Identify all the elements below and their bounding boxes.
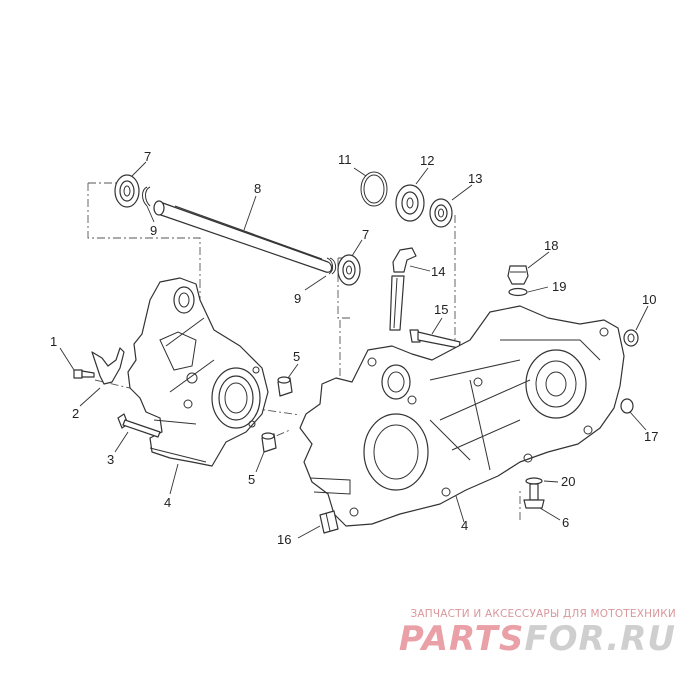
callout-9-left: 9 [150,223,157,238]
callout-1: 1 [50,334,57,349]
watermark-brand: PARTSFOR.RU [399,619,676,659]
bearing-part-7-right [337,254,361,286]
watermark-brand-parts: PARTS [399,619,524,659]
callout-16: 16 [277,532,291,547]
callout-14: 14 [431,264,445,279]
plug-part-18 [507,265,529,285]
callout-labels: 1 2 3 4 5 5 6 7 7 8 9 9 10 11 12 13 14 1… [50,149,658,547]
bracket-part-2 [91,347,125,385]
clip-part-16 [319,510,339,534]
callout-4-left: 4 [164,495,171,510]
bolt-part-15 [409,329,461,349]
breather-pipe-part-14 [389,247,417,331]
right-crankcase-half-part-4 [299,305,625,527]
watermark-tagline: ЗАПЧАСТИ И АКСЕССУАРЫ ДЛЯ МОТОТЕХНИКИ [410,608,676,620]
callout-5-upper: 5 [293,349,300,364]
washer-part-20 [525,477,543,485]
callout-9-right: 9 [294,291,301,306]
callout-13: 13 [468,171,482,186]
callout-7-left: 7 [144,149,151,164]
washer-part-19 [508,287,528,297]
callout-15: 15 [434,302,448,317]
leader-lines [59,161,649,539]
circlip-part-9-left [142,186,151,207]
watermark-brand-for-ru: FOR.RU [524,619,676,659]
bearing-part-12 [395,184,425,222]
seal-part-13 [429,198,453,228]
plug-part-17 [620,398,634,414]
callout-18: 18 [544,238,558,253]
plug-part-10 [623,329,639,347]
callout-19: 19 [552,279,566,294]
dowel-part-5-upper [277,376,293,397]
site-watermark: ЗАПЧАСТИ И АКСЕССУАРЫ ДЛЯ МОТОТЕХНИКИ PA… [399,608,676,659]
bearing-part-7-left [114,174,140,208]
callout-3: 3 [107,452,114,467]
left-crankcase-half-part-4 [127,277,269,467]
callout-7-right: 7 [362,227,369,242]
callout-10: 10 [642,292,656,307]
callout-20: 20 [561,474,575,489]
callout-2: 2 [72,406,79,421]
callout-17: 17 [644,429,658,444]
shaft-part-8 [153,200,333,273]
bolt-part-3 [117,413,161,438]
callout-11: 11 [338,152,352,167]
dowel-part-5-lower [261,432,277,453]
callout-6: 6 [562,515,569,530]
callout-4-right: 4 [461,518,468,533]
ring-part-11 [360,171,388,207]
callout-8: 8 [254,181,261,196]
callout-12: 12 [420,153,434,168]
circlip-part-9-right [326,257,337,275]
screw-part-6 [523,483,545,509]
screw-part-1 [73,369,95,379]
callout-5-lower: 5 [248,472,255,487]
